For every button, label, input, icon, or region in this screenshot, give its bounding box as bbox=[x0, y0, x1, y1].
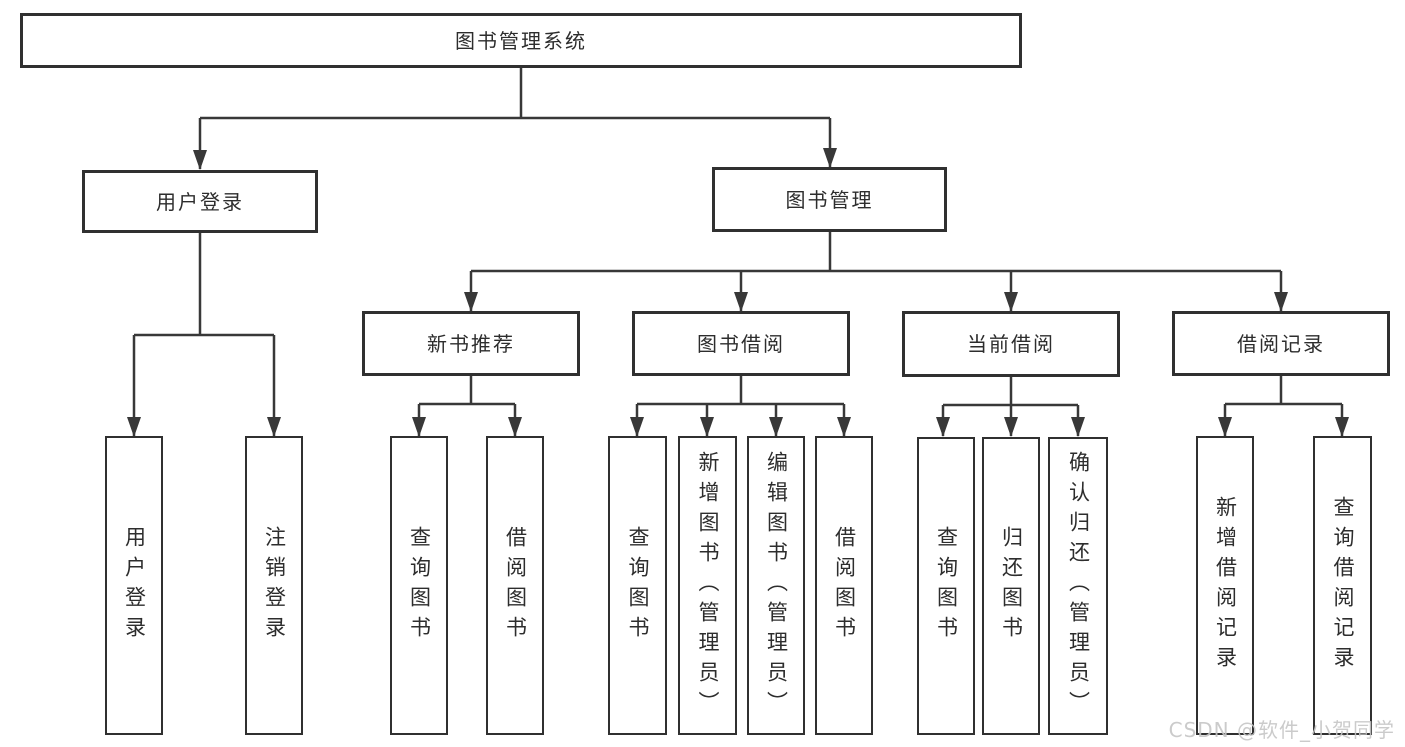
node-book-management: 图书管理 bbox=[712, 167, 947, 232]
leaf-current-confirm-return-admin: 确认归还（管理员） bbox=[1048, 437, 1108, 735]
leaf-current-query-books: 查询图书 bbox=[917, 437, 975, 735]
leaf-login-user-login: 用户登录 bbox=[105, 436, 163, 735]
csdn-watermark: CSDN @软件_小贺同学 bbox=[1168, 718, 1395, 742]
leaf-borrow-query-books: 查询图书 bbox=[608, 436, 667, 735]
connector-book-management-children bbox=[464, 232, 1288, 312]
node-root-system: 图书管理系统 bbox=[20, 13, 1022, 68]
connector-borrow-records-children bbox=[1218, 376, 1349, 437]
leaf-login-logout: 注销登录 bbox=[245, 436, 303, 735]
leaf-borrow-edit-books-admin: 编辑图书（管理员） bbox=[747, 436, 805, 735]
leaf-borrow-borrow-books: 借阅图书 bbox=[815, 436, 873, 735]
node-current-borrow: 当前借阅 bbox=[902, 311, 1120, 377]
node-user-login: 用户登录 bbox=[82, 170, 318, 233]
leaf-borrow-add-books-admin: 新增图书（管理员） bbox=[678, 436, 737, 735]
leaf-recommend-query-books: 查询图书 bbox=[390, 436, 448, 735]
leaf-recommend-borrow-books: 借阅图书 bbox=[486, 436, 544, 735]
node-book-borrow: 图书借阅 bbox=[632, 311, 850, 376]
connector-current-borrow-children bbox=[936, 377, 1085, 437]
connector-root-to-level2 bbox=[193, 68, 837, 170]
connector-book-borrow-children bbox=[630, 376, 851, 437]
connector-new-book-recommend-children bbox=[412, 376, 522, 437]
node-new-book-recommend: 新书推荐 bbox=[362, 311, 580, 376]
leaf-records-add-record: 新增借阅记录 bbox=[1196, 436, 1254, 735]
leaf-current-return-books: 归还图书 bbox=[982, 437, 1040, 735]
leaf-records-query-record: 查询借阅记录 bbox=[1313, 436, 1372, 735]
connector-user-login-children bbox=[127, 233, 281, 437]
node-borrow-records: 借阅记录 bbox=[1172, 311, 1390, 376]
